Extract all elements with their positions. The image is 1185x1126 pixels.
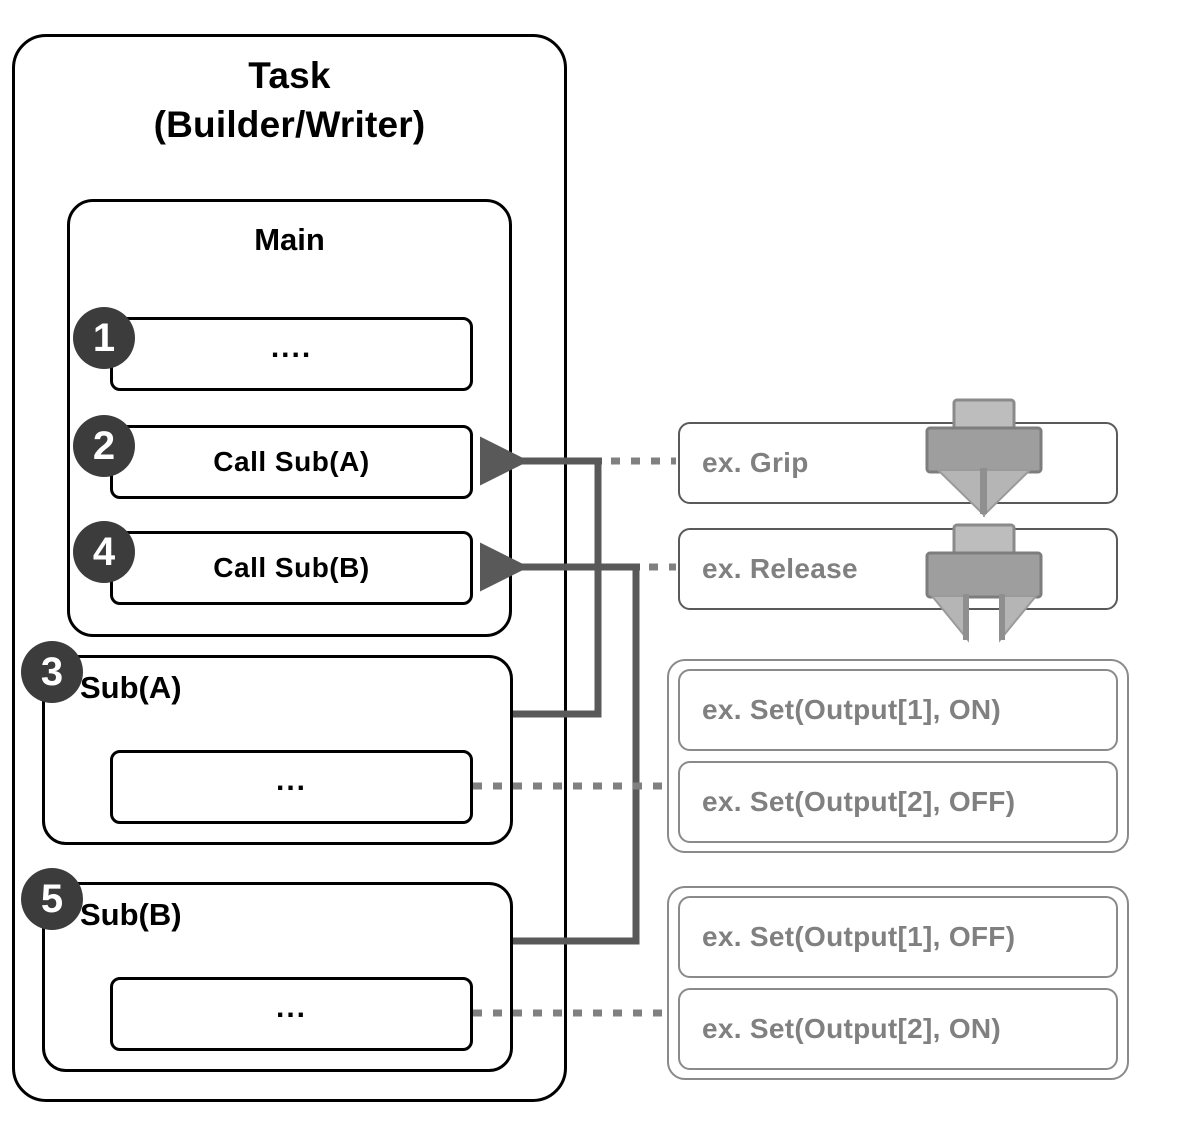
- sub-a-title: Sub(A): [80, 670, 182, 705]
- statement-box-sub-a-body[interactable]: ...: [110, 750, 473, 824]
- output-box-sub-b-2[interactable]: ex. Set(Output[2], ON): [678, 988, 1118, 1070]
- task-title: Task (Builder/Writer): [153, 55, 426, 145]
- statement-text: ....: [270, 331, 313, 364]
- output-label: ex. Set(Output[2], ON): [702, 1013, 1002, 1044]
- action-label: ex. Release: [702, 553, 858, 584]
- step-badge-5: 5: [21, 868, 83, 930]
- statement-box-1[interactable]: ....: [110, 317, 473, 391]
- statement-text: Call Sub(B): [213, 552, 370, 583]
- output-box-sub-a-2[interactable]: ex. Set(Output[2], OFF): [678, 761, 1118, 843]
- step-badge-3: 3: [21, 641, 83, 703]
- action-box-grip[interactable]: ex. Grip: [678, 422, 1118, 504]
- sub-b-title: Sub(B): [80, 897, 182, 932]
- statement-box-sub-b-body[interactable]: ...: [110, 977, 473, 1051]
- statement-box-call-sub-b[interactable]: Call Sub(B): [110, 531, 473, 605]
- statement-text: ...: [275, 991, 307, 1024]
- action-box-release[interactable]: ex. Release: [678, 528, 1118, 610]
- statement-box-call-sub-a[interactable]: Call Sub(A): [110, 425, 473, 499]
- action-label: ex. Grip: [702, 447, 809, 478]
- output-box-sub-b-1[interactable]: ex. Set(Output[1], OFF): [678, 896, 1118, 978]
- output-box-sub-a-1[interactable]: ex. Set(Output[1], ON): [678, 669, 1118, 751]
- output-label: ex. Set(Output[1], OFF): [702, 921, 1016, 952]
- main-title: Main: [254, 222, 325, 257]
- output-label: ex. Set(Output[1], ON): [702, 694, 1002, 725]
- step-badge-2: 2: [73, 415, 135, 477]
- step-badge-1: 1: [73, 307, 135, 369]
- statement-text: Call Sub(A): [213, 446, 370, 477]
- step-badge-4: 4: [73, 521, 135, 583]
- output-label: ex. Set(Output[2], OFF): [702, 786, 1016, 817]
- statement-text: ...: [275, 764, 307, 797]
